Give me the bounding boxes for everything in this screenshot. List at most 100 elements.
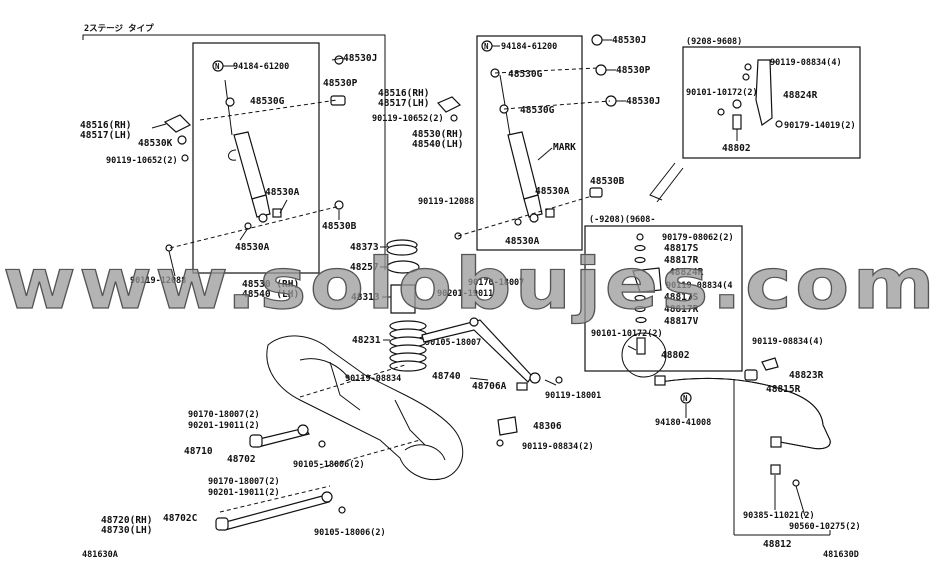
label-90119-08834-2: 90119-08834(2): [522, 442, 594, 452]
label-48530J-mid-top: 48530J: [612, 35, 646, 46]
label-48530A-mid-upper: 48530A: [535, 186, 570, 197]
label-date-9208-9608-mid: (-9208)(9608-: [589, 215, 656, 225]
label-48530A-mid-lower: 48530A: [505, 236, 540, 247]
mid-bracket-48824R: [632, 267, 662, 293]
stabilizer-bracket: [755, 59, 773, 126]
coil-spring: [389, 320, 427, 372]
label-90101-10172-2: 90101-10172(2): [686, 88, 758, 98]
label-48817R-1: 48817R: [664, 255, 699, 266]
left-shock-box: [192, 42, 320, 274]
left-shock-group: N 94184-61200 48530J 48530P 48530G 48516…: [80, 42, 377, 300]
label-48530J: 48530J: [343, 53, 377, 64]
label-48257: 48257: [350, 262, 379, 273]
label-90170-18007-2: 90170-18007(2): [188, 410, 260, 420]
left-bracket-48516: [163, 114, 192, 133]
middle-shock-box: [476, 35, 583, 251]
label-48530-rh-mid: 48530(RH): [412, 129, 463, 140]
label-48817R-2: 48817R: [664, 304, 699, 315]
label-48740: 48740: [432, 371, 461, 382]
label-48530A-lower: 48530A: [235, 242, 270, 253]
label-94184-61200-mid: 94184-61200: [501, 42, 557, 52]
label-90119-08834-lower: 90119-08834: [345, 374, 401, 384]
label-90105-18007: 90105-18007: [425, 338, 481, 348]
label-48530-rh: 48530 (RH): [242, 279, 299, 290]
mid-right-box: [584, 225, 743, 372]
label-48530G-mid-2: 48530G: [520, 105, 555, 116]
label-48530B-mid: 48530B: [590, 176, 625, 187]
n-letter-lower: N: [683, 394, 688, 403]
label-48373: 48373: [350, 242, 379, 253]
bracket-48306: [497, 416, 518, 436]
label-48516-rh: 48516(RH): [80, 120, 131, 131]
link-48740: [421, 319, 533, 383]
label-48231: 48231: [352, 335, 381, 346]
label-90170-18007-2b: 90170-18007(2): [208, 477, 280, 487]
label-48530G-mid: 48530G: [508, 69, 543, 80]
label-48817S-1: 48817S: [664, 243, 699, 254]
label-94180-41008: 94180-41008: [655, 418, 711, 428]
label-48720-rh: 48720(RH): [101, 515, 152, 526]
label-48730-lh: 48730(LH): [101, 525, 152, 536]
label-48530K: 48530K: [138, 138, 173, 149]
label-mark: MARK: [553, 142, 576, 153]
label-48530P-mid: 48530P: [616, 65, 651, 76]
label-94184-61200: 94184-61200: [233, 62, 289, 72]
label-48517-lh-mid: 48517(LH): [378, 98, 429, 109]
label-90119-08834-4-lower: 90119-08834(4): [752, 337, 824, 347]
label-90201-19011-2b: 90201-19011(2): [208, 488, 280, 498]
label-90101-10172-mid: 90101-10172(2): [591, 329, 663, 339]
label-90560-10275-2: 90560-10275(2): [789, 522, 861, 532]
n-letter: N: [215, 62, 220, 71]
label-90179-14019-2: 90179-14019(2): [784, 121, 856, 131]
label-90170-18007: 90170-18007: [468, 278, 524, 288]
label-48530J-mid-2: 48530J: [626, 96, 660, 107]
label-48530A-upper: 48530A: [265, 187, 300, 198]
label-48540-lh-mid: 48540(LH): [412, 139, 463, 150]
label-48710: 48710: [184, 446, 213, 457]
stage-label: 2ステージ タイプ: [84, 23, 154, 34]
middle-shock-group: N 94184-61200 48530J 48530G 48530P 48530…: [372, 34, 660, 251]
label-48702: 48702: [227, 454, 256, 465]
n-letter-mid: N: [484, 42, 489, 51]
highlight-circle: [621, 332, 667, 378]
label-48313: 48313: [351, 292, 380, 303]
label-48824R-mid: 48824R: [669, 267, 704, 278]
label-90119-08834-4: 90119-08834(4): [770, 58, 842, 68]
label-48824R: 48824R: [783, 90, 818, 101]
label-90119-10652-mid: 90119-10652(2): [372, 114, 444, 124]
top-right-box: [682, 46, 861, 159]
label-48817S-2: 48817S: [664, 292, 699, 303]
label-48540-lh: 48540 (LH): [242, 289, 299, 300]
label-48823R: 48823R: [789, 370, 824, 381]
stabilizer-bar-group: N 94180-41008 90119-08834(4) 48823R 4881…: [654, 337, 861, 550]
label-48517-lh: 48517(LH): [80, 130, 131, 141]
label-48530P: 48530P: [323, 78, 358, 89]
label-90201-19011: 90201-19011: [437, 289, 493, 299]
label-90119-10652: 90119-10652(2): [106, 156, 178, 166]
mid-bracket-48516: [436, 96, 462, 113]
label-90385-11021-2: 90385-11021(2): [743, 511, 815, 521]
label-90179-08062-2: 90179-08062(2): [662, 233, 734, 243]
top-right-bracket-group: (9208-9608) 90119-08834(4) 90101-10172(2…: [649, 37, 861, 203]
label-90105-18006-2b: 90105-18006(2): [314, 528, 386, 538]
label-48702C: 48702C: [163, 513, 198, 524]
label-48530B: 48530B: [322, 221, 357, 232]
label-48706A: 48706A: [472, 381, 507, 392]
label-48815R: 48815R: [766, 384, 801, 395]
label-48530G: 48530G: [250, 96, 285, 107]
figure-code-right: 481630D: [823, 550, 859, 560]
figure-code-left: 481630A: [82, 550, 118, 560]
rear-axle-assembly: 90119-08834 48740 48706A 90119-18001 901…: [101, 317, 601, 538]
label-48516-rh-mid: 48516(RH): [378, 88, 429, 99]
mid-right-parts-group: (-9208)(9608- 90179-08062(2) 48817S 4881…: [584, 215, 743, 378]
label-90119-18001: 90119-18001: [545, 391, 601, 401]
label-90201-19011-2: 90201-19011(2): [188, 421, 260, 431]
label-90119-12088: 90119-12088: [130, 276, 186, 286]
spring-stack: 48373 48257 48313 48231 90170-18007 9020…: [350, 239, 524, 372]
left-shock-absorber: [224, 79, 271, 223]
label-48802-top: 48802: [722, 143, 751, 154]
label-48306: 48306: [533, 421, 562, 432]
stage-bracket: 2ステージ タイプ: [82, 23, 386, 270]
label-48812: 48812: [763, 539, 792, 550]
middle-shock-absorber: [499, 74, 543, 223]
